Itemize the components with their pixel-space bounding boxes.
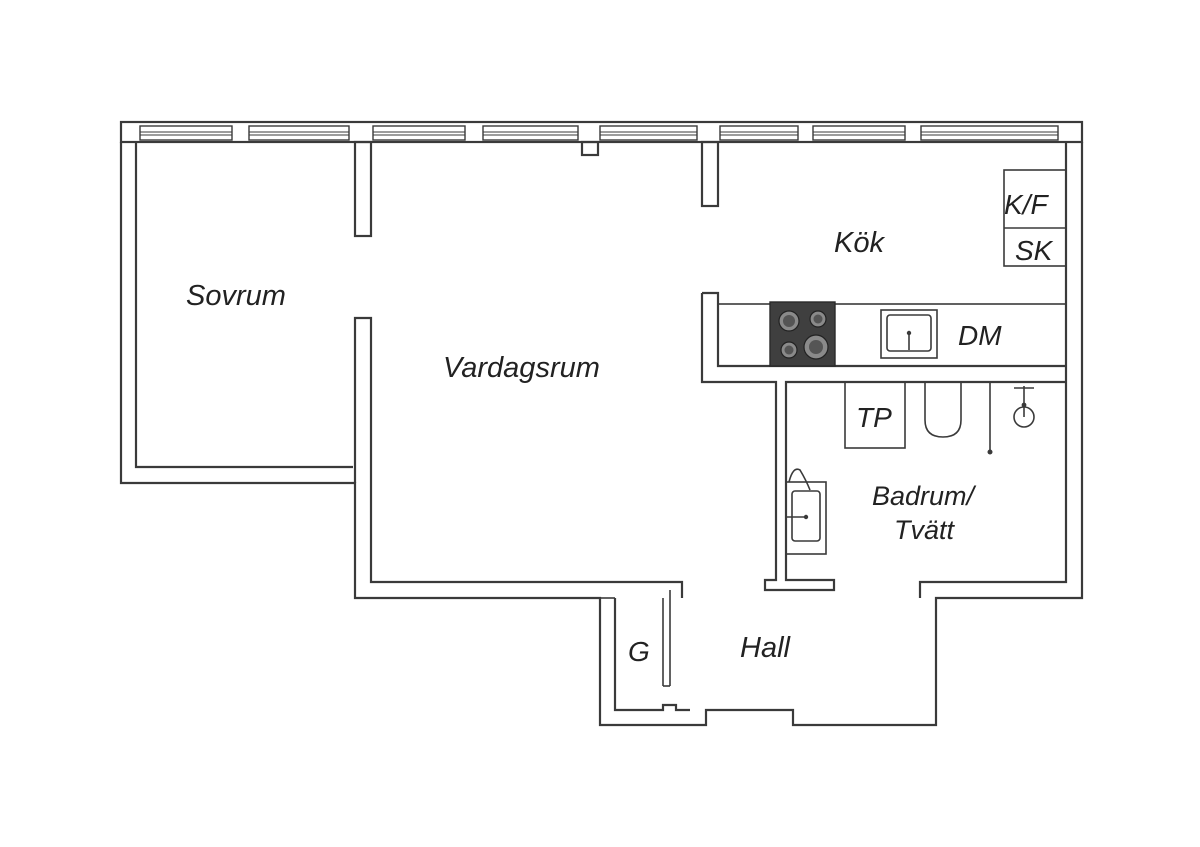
window-8: [920, 125, 1059, 141]
hall-wall-left: [613, 598, 690, 712]
window-2: [248, 125, 350, 141]
bathroom-fixtures: TP: [785, 381, 1035, 555]
stove: [769, 301, 836, 367]
window-5: [599, 125, 698, 141]
closet-label: G: [628, 636, 650, 667]
partition-sovrum-lower: [353, 316, 684, 598]
fridge-pantry: K/F SK: [1003, 169, 1067, 267]
room-label-vardagsrum: Vardagsrum: [443, 352, 600, 384]
dishwasher-label: DM: [958, 320, 1002, 351]
window-7: [812, 125, 906, 141]
washbasin: [785, 468, 827, 555]
dryer: [844, 381, 906, 449]
inner-wall-left: [134, 142, 353, 469]
interior-walls: [353, 140, 1068, 712]
top-wall: [119, 120, 1084, 144]
pantry-label: SK: [1015, 235, 1054, 266]
window-6: [719, 125, 799, 141]
outer-walls: [119, 120, 1084, 727]
window-3: [372, 125, 466, 141]
kitchen-wall-stub: [700, 140, 720, 208]
shower-head: [1013, 386, 1035, 428]
room-label-tvatt: Tvätt: [894, 515, 956, 545]
window-4: [482, 125, 579, 141]
room-label-kok: Kök: [834, 227, 885, 259]
toilet: [924, 382, 962, 438]
pillar-top: [580, 140, 600, 157]
room-label-hall: Hall: [740, 632, 792, 664]
window-1: [139, 125, 233, 141]
kitchen-wall-outer: [700, 293, 1066, 592]
fridge-freezer-label: K/F: [1004, 189, 1049, 220]
kitchen-counter: DM: [717, 301, 1067, 367]
room-label-badrum: Badrum/: [872, 481, 977, 511]
hall-closet: G: [628, 590, 671, 687]
room-label-sovrum: Sovrum: [186, 280, 286, 312]
kitchen-sink: [880, 309, 938, 359]
dryer-label: TP: [856, 402, 892, 433]
outer-wall-left: [119, 142, 1084, 727]
partition-sovrum-upper: [353, 140, 373, 238]
windows: [139, 125, 1059, 141]
